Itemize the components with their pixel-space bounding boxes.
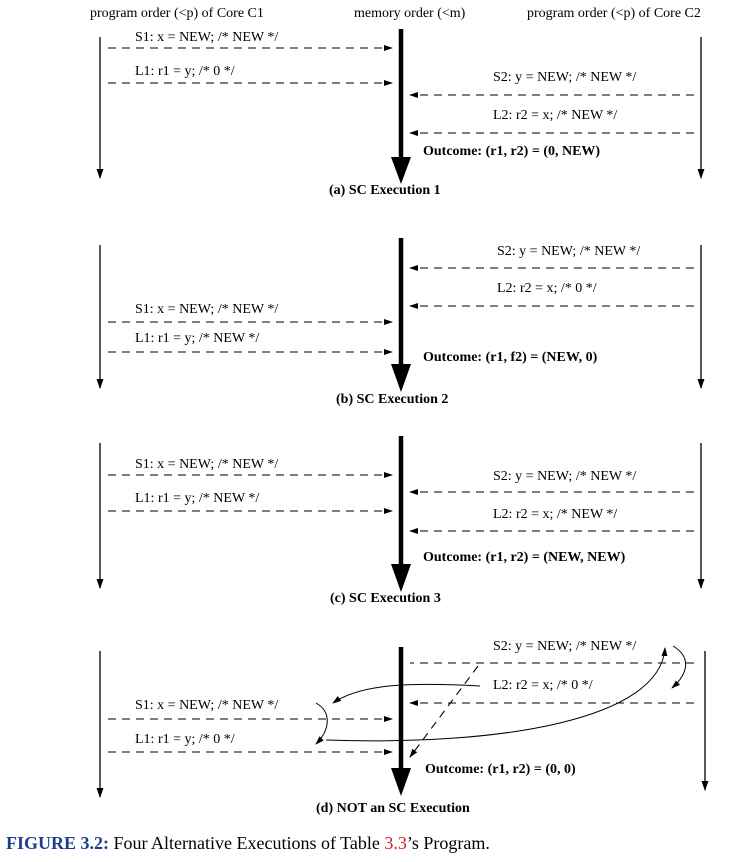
panel-caption: (a) SC Execution 1 — [329, 183, 441, 198]
op-s1: S1: x = NEW; /* NEW */ — [135, 30, 278, 45]
op-s2: S2: y = NEW; /* NEW */ — [493, 70, 636, 85]
memory-arrowhead — [391, 364, 411, 392]
panel-b: S2: y = NEW; /* NEW */ L2: r2 = x; /* 0 … — [96, 238, 705, 407]
figure-text-before: Four Alternative Executions of Table — [109, 833, 385, 853]
op-l2: L2: r2 = x; /* NEW */ — [493, 507, 617, 522]
memory-arrowhead — [391, 564, 411, 592]
op-l2: L2: r2 = x; /* 0 */ — [497, 281, 597, 296]
header-core1: program order (<p) of Core C1 — [90, 6, 264, 21]
arrow-l1-to-s2 — [325, 647, 668, 742]
op-s1: S1: x = NEW; /* NEW */ — [135, 457, 278, 472]
op-l1: L1: r1 = y; /* NEW */ — [135, 491, 259, 506]
panel-c: S1: x = NEW; /* NEW */ L1: r1 = y; /* NE… — [96, 436, 705, 606]
op-s1: S1: x = NEW; /* NEW */ — [135, 302, 278, 317]
memory-arrowhead — [391, 768, 411, 796]
op-l1: L1: r1 = y; /* 0 */ — [135, 64, 235, 79]
op-l2: L2: r2 = x; /* NEW */ — [493, 108, 617, 123]
outcome: Outcome: (r1, f2) = (NEW, 0) — [423, 350, 598, 365]
panel-caption: (b) SC Execution 2 — [336, 392, 448, 407]
figure-caption: FIGURE 3.2: Four Alternative Executions … — [6, 833, 726, 854]
memory-arrowhead — [391, 157, 411, 184]
outcome: Outcome: (r1, r2) = (0, NEW) — [423, 144, 600, 159]
panel-a: S1: x = NEW; /* NEW */ L1: r1 = y; /* 0 … — [96, 29, 705, 198]
arrow-s1-to-l1 — [315, 702, 328, 745]
table-reference-link[interactable]: 3.3 — [384, 833, 407, 853]
op-l1: L1: r1 = y; /* 0 */ — [135, 732, 235, 747]
arrow-l2-to-s1 — [332, 683, 481, 704]
op-l2: L2: r2 = x; /* 0 */ — [493, 678, 593, 693]
op-s2: S2: y = NEW; /* NEW */ — [493, 469, 636, 484]
op-l1: L1: r1 = y; /* NEW */ — [135, 331, 259, 346]
header-memory: memory order (<m) — [354, 6, 466, 21]
panel-caption: (d) NOT an SC Execution — [316, 801, 470, 816]
arrow-s2-dashed-to-memory — [409, 665, 479, 758]
header-core2: program order (<p) of Core C2 — [527, 6, 701, 21]
outcome: Outcome: (r1, r2) = (0, 0) — [425, 762, 576, 777]
figure-text-after: ’s Program. — [406, 833, 490, 853]
outcome: Outcome: (r1, r2) = (NEW, NEW) — [423, 550, 626, 565]
op-s2: S2: y = NEW; /* NEW */ — [493, 639, 636, 654]
op-s1: S1: x = NEW; /* NEW */ — [135, 698, 278, 713]
panel-d: S2: y = NEW; /* NEW */ L2: r2 = x; /* 0 … — [96, 639, 709, 816]
figure-label: FIGURE 3.2: — [6, 833, 109, 853]
panel-caption: (c) SC Execution 3 — [330, 591, 441, 606]
arrow-s2-to-l2 — [671, 645, 687, 689]
op-s2: S2: y = NEW; /* NEW */ — [497, 244, 640, 259]
